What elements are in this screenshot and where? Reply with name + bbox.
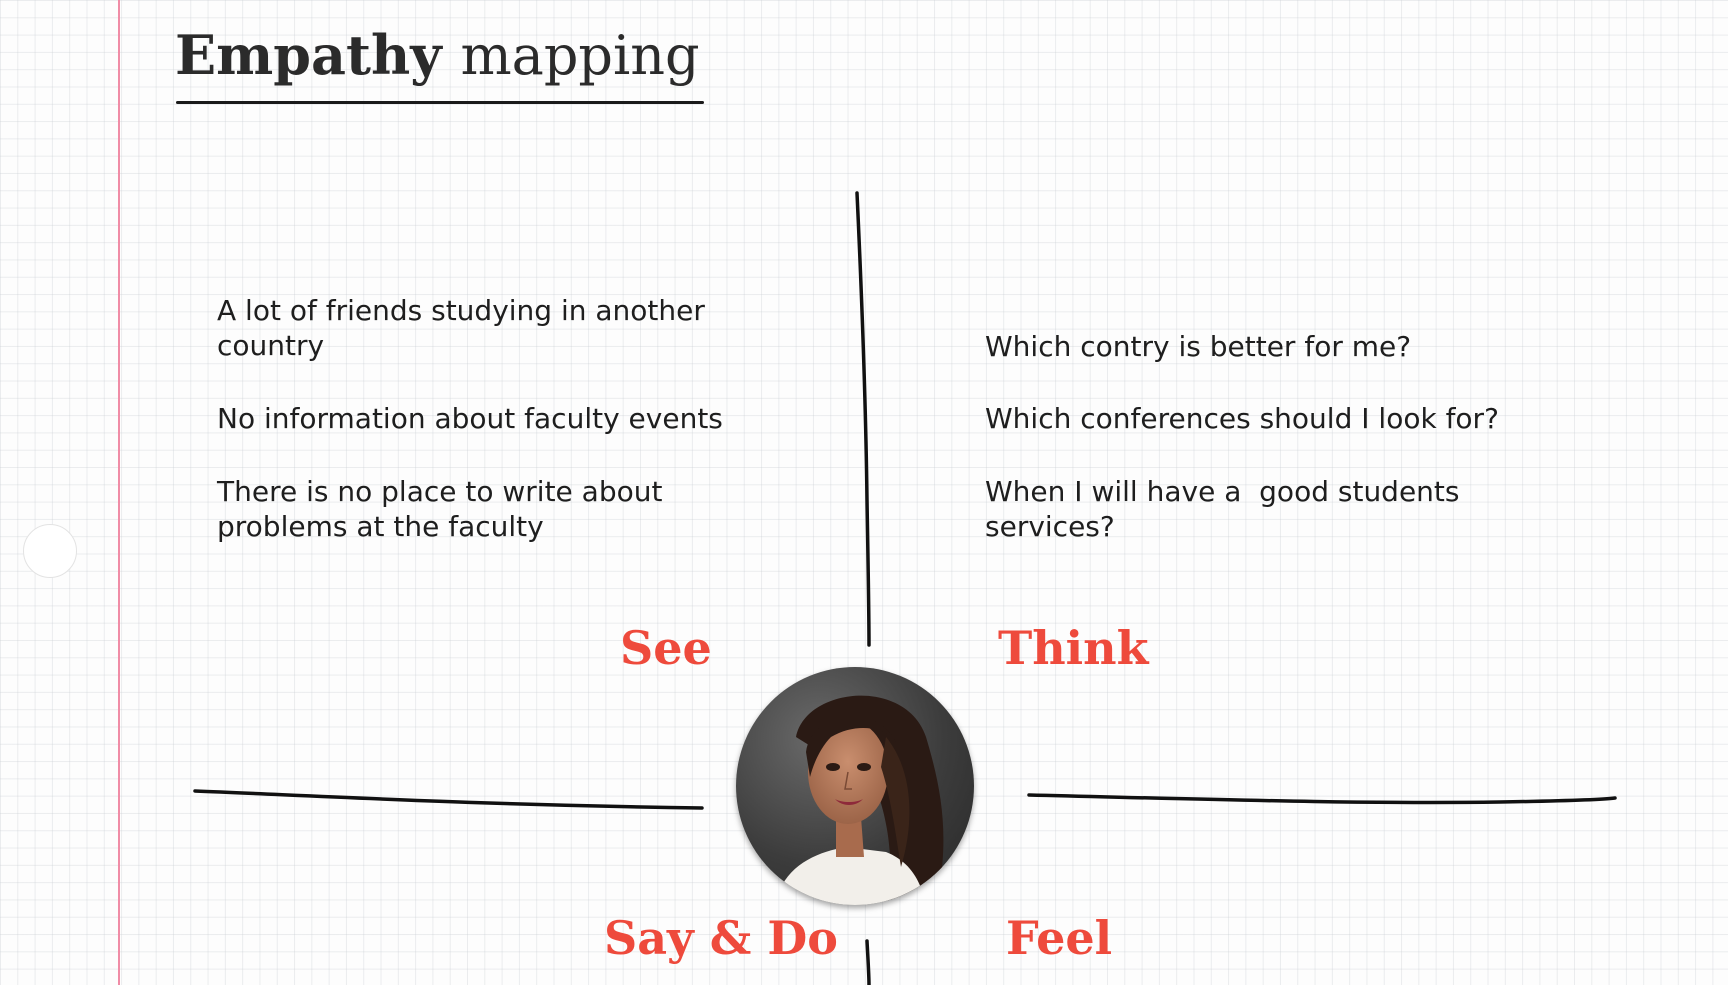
- vertical-divider-bottom: [865, 939, 871, 985]
- quadrant-label-feel: Feel: [1006, 911, 1113, 965]
- see-note-friends-abroad: A lot of friends studying in another cou…: [217, 294, 705, 362]
- persona-avatar: [736, 667, 974, 905]
- title-bold-word: Empathy: [175, 23, 442, 87]
- quadrant-label-see: See: [620, 621, 712, 675]
- horizontal-divider-right: [1027, 793, 1617, 805]
- horizontal-divider-left: [193, 789, 704, 810]
- see-note-no-feedback-place: There is no place to write about problem…: [217, 475, 663, 543]
- quadrant-label-think: Think: [998, 621, 1149, 675]
- see-note-faculty-events: No information about faculty events: [217, 402, 723, 435]
- notebook-margin-line: [118, 0, 120, 985]
- title-light-word: mapping: [460, 24, 700, 87]
- think-note-student-services: When I will have a good students service…: [985, 475, 1469, 543]
- page-title: Empathy mapping: [175, 20, 700, 91]
- think-note-which-conferences: Which conferences should I look for?: [985, 402, 1499, 435]
- punch-hole: [23, 524, 77, 578]
- title-underline: [176, 101, 704, 104]
- vertical-divider-top: [855, 191, 871, 647]
- quadrant-label-say-do: Say & Do: [604, 911, 838, 965]
- persona-portrait-icon: [776, 695, 944, 905]
- think-note-which-country: Which contry is better for me?: [985, 330, 1412, 363]
